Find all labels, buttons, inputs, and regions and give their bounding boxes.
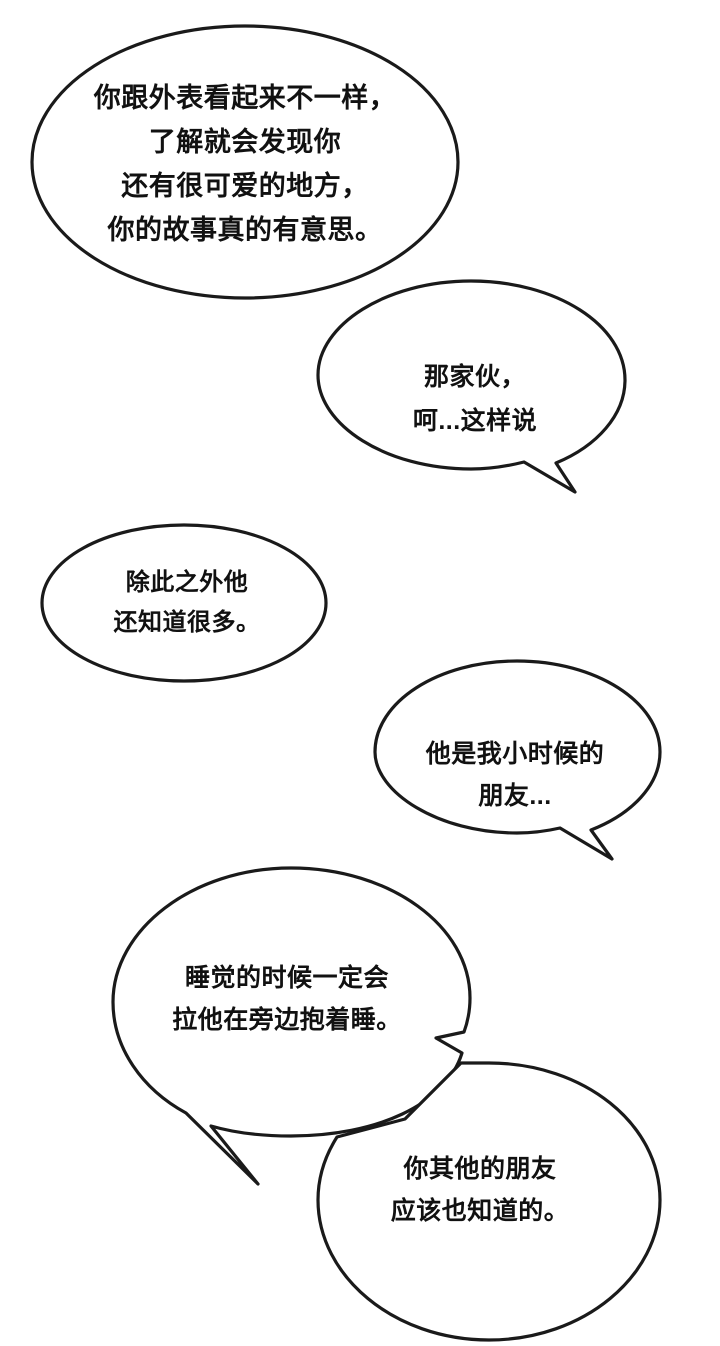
bubble-1-outline [30, 24, 460, 300]
bubble-5-outline [111, 866, 472, 1186]
bubble-3-outline [40, 523, 328, 683]
bubble-6-outline [316, 1061, 662, 1342]
bubble-4-outline [373, 659, 662, 861]
bubble-2-outline [316, 279, 627, 494]
